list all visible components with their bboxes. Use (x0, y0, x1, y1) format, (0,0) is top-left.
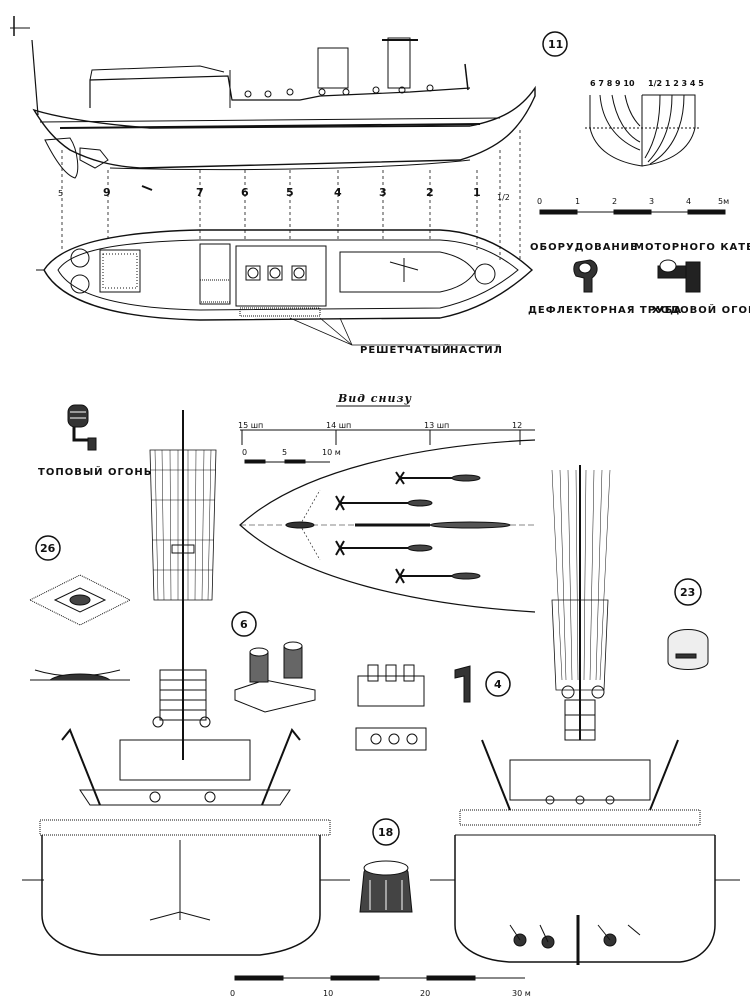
bottom-frame-mark-0: 15 шп (238, 421, 263, 430)
running-light-label: ХОДОВОЙ ОГОНЬ (652, 303, 750, 316)
boat-scale-tick-0: 0 (537, 197, 542, 206)
ship-scale-tick-2: 20 (420, 989, 430, 998)
frame-number-5: 3 (379, 186, 387, 199)
svg-text:6: 6 (240, 618, 248, 631)
bollard-6 (234, 641, 316, 713)
svg-text:1/2 1 2 3 4 5: 1/2 1 2 3 4 5 (648, 79, 704, 88)
svg-text:5: 5 (58, 189, 63, 198)
frame-number-6: 2 (426, 186, 434, 199)
svg-text:4: 4 (494, 678, 502, 691)
grating-leaders (289, 317, 500, 346)
bottom-scale-tick-0: 0 (242, 448, 247, 457)
bottom-view-title: Вид снизу (337, 392, 413, 405)
frame-number-labels: 9 7 6 5 4 3 2 1 1/2 (103, 186, 510, 202)
bottom-frame-mark-2: 13 шп (424, 421, 449, 430)
bottom-scale-tick-2: 10 м (322, 448, 341, 457)
scale-bar-ship: 0 10 20 30 м (230, 975, 531, 998)
svg-text:11: 11 (548, 38, 563, 51)
deflector-label: ДЕФЛЕКТОРНАЯ ТРУБА (528, 305, 682, 316)
frame-number-3: 5 (286, 186, 294, 199)
top-light-icon (67, 404, 97, 451)
scale-bar-boat: 0 1 2 3 4 5м (537, 197, 729, 215)
grating-label: РЕШЕТЧАТЫЙ (360, 343, 452, 356)
running-light-icon (657, 259, 701, 293)
boat-scale-tick-3: 3 (649, 197, 654, 206)
frame-number-1: 7 (196, 186, 204, 199)
frame-number-8: 1/2 (497, 193, 510, 202)
callout-11: 11 (542, 31, 568, 57)
top-light-label: ТОПОВЫЙ ОГОНЬ (38, 465, 152, 478)
boat-scale-tick-1: 1 (575, 197, 580, 206)
callout-4: 4 (485, 671, 511, 697)
propellers-shafts (285, 471, 511, 584)
svg-text:26: 26 (40, 542, 56, 555)
svg-text:18: 18 (378, 826, 393, 839)
callout-23: 23 (674, 578, 702, 606)
ship-scale-tick-3: 30 м (512, 989, 531, 998)
fitting-4 (355, 664, 471, 751)
ship-stern-view (430, 465, 740, 965)
boat-scale-tick-5: 5м (718, 197, 729, 206)
frame-number-0: 9 (103, 186, 111, 199)
frame-number-4: 4 (334, 186, 342, 199)
portholes (244, 84, 434, 98)
boat-scale-tick-4: 4 (686, 197, 691, 206)
svg-text:6 7 8 9 10: 6 7 8 9 10 (590, 79, 635, 88)
bollard-18 (359, 860, 413, 913)
bottom-scale-tick-1: 5 (282, 448, 287, 457)
callout-6: 6 (231, 611, 257, 637)
equipment-title-2: МОТОРНОГО КАТЕРА (634, 242, 750, 253)
deck-label: НАСТИЛ (450, 345, 503, 356)
boat-scale-tick-2: 2 (612, 197, 617, 206)
body-plan-section: 6 7 8 9 10 1/2 1 2 3 4 5 (585, 79, 704, 167)
ship-bow-view (22, 410, 350, 956)
ship-scale-tick-0: 0 (230, 989, 235, 998)
frame-number-2: 6 (241, 186, 249, 199)
boat-side-view (10, 16, 536, 179)
bottom-frame-mark-3: 12 (512, 421, 522, 430)
deck-fitting-26 (28, 574, 132, 681)
callout-18: 18 (372, 818, 400, 846)
boat-plan-view (36, 229, 534, 321)
scale-bar-bottom: 0 5 10 м (242, 448, 341, 464)
svg-text:23: 23 (680, 586, 695, 599)
deflector-icon (573, 259, 598, 293)
bottom-frame-mark-1: 14 шп (326, 421, 351, 430)
ship-scale-tick-1: 10 (323, 989, 333, 998)
stern-propellers (509, 924, 641, 949)
equipment-title-1: ОБОРУДОВАНИЕ (530, 242, 638, 253)
bottom-view-frames: 15 шп 14 шп 13 шп 12 (238, 421, 535, 445)
frame-number-7: 1 (473, 186, 481, 199)
cap-23 (667, 629, 709, 670)
callout-26: 26 (35, 535, 61, 561)
